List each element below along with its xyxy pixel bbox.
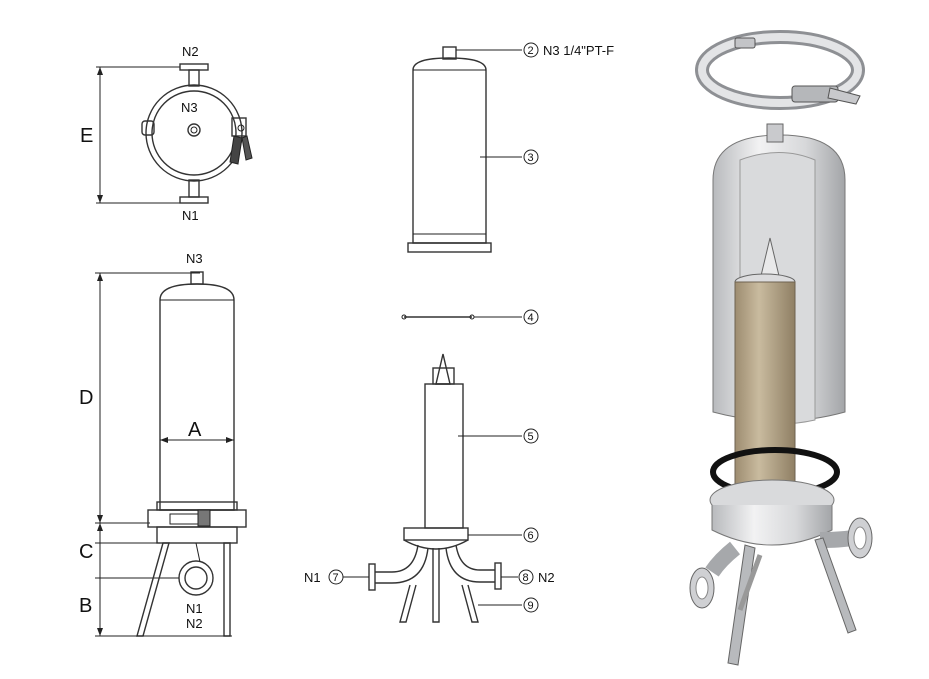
callout-8-circle — [518, 569, 534, 585]
render-outlet-bore — [853, 526, 867, 550]
render-clamp-ring-highlight — [698, 33, 862, 107]
render-leg-right — [814, 537, 857, 634]
side-housing-body — [159, 283, 235, 511]
clamp-wing-nut-left — [229, 135, 243, 165]
part-7-pipe-top — [375, 544, 419, 573]
render-clamp-hinge — [734, 37, 756, 49]
part-8-flange — [494, 562, 502, 590]
dim-c-label: C — [79, 541, 93, 563]
side-base-bowl — [156, 526, 238, 544]
callout-2-num: 2 — [528, 45, 534, 57]
callout-6-circle — [523, 527, 539, 543]
top-n2-label: N2 — [182, 44, 199, 59]
render-cartridge-body — [734, 281, 796, 503]
part-3-flange — [407, 242, 492, 253]
render-inlet-pipe — [705, 541, 741, 577]
clamp-wing-nut-right — [241, 135, 253, 161]
part-4-end-left — [401, 314, 407, 320]
top-n1-label: N1 — [182, 208, 199, 223]
callout-8-num: 8 — [523, 572, 529, 584]
side-n2-label: N2 — [186, 616, 203, 631]
side-n1-label: N1 — [186, 601, 203, 616]
part-9-leg-left — [399, 584, 417, 623]
n3-vent-outer — [187, 123, 201, 137]
n2-pipe-top — [188, 69, 200, 87]
dim-a-label: A — [188, 419, 202, 441]
housing-top-circle — [151, 90, 237, 176]
dim-b-label: B — [79, 595, 92, 617]
callout-5-circle — [523, 428, 539, 444]
callout-6-num: 6 — [528, 530, 534, 542]
side-n3-port — [190, 271, 204, 285]
part-8-pipe-bottom — [445, 547, 495, 583]
callout-9-num: 9 — [528, 600, 534, 612]
render-leg-back — [737, 554, 763, 611]
render-base-bowl — [711, 505, 833, 546]
callout-7-text: N1 — [304, 570, 321, 585]
side-outlet-flange — [178, 560, 214, 596]
part-7-pipe-bottom — [375, 547, 429, 584]
side-leg-left — [136, 542, 170, 637]
part-6-base — [403, 527, 469, 541]
side-view: N3 D A C B — [79, 251, 247, 637]
side-clamp-nut — [197, 509, 211, 527]
render-vent — [766, 123, 784, 143]
exploded-view: 2 N3 1/4"PT-F 3 4 5 6 — [304, 42, 614, 623]
render-outlet-pipe — [819, 530, 854, 548]
callout-7-circle — [328, 569, 344, 585]
clamp-hinge — [141, 120, 155, 136]
clamp-latch — [231, 117, 247, 137]
part-2-vent — [442, 46, 457, 60]
callout-4-circle — [523, 309, 539, 325]
render-inlet-bore — [695, 576, 709, 600]
part-8-pipe-top — [455, 544, 495, 571]
side-n3-label: N3 — [186, 251, 203, 266]
dim-e-label: E — [80, 125, 93, 147]
callout-2-text: N3 1/4"PT-F — [543, 43, 614, 58]
part-3-housing — [412, 57, 487, 244]
callout-2-circle — [523, 42, 539, 58]
part-7-flange — [368, 563, 376, 591]
callout-3-circle — [523, 149, 539, 165]
side-leg-center — [195, 542, 201, 563]
callout-9-circle — [523, 597, 539, 613]
callout-3-num: 3 — [528, 152, 534, 164]
dim-a-arrows — [160, 437, 234, 443]
callout-4-num: 4 — [528, 312, 534, 324]
top-view: E N2 N1 N3 — [80, 44, 253, 223]
part-5-fin — [435, 353, 451, 385]
part-9-leg-right — [461, 584, 479, 623]
side-flange-ring — [156, 501, 238, 511]
clamp-pin — [237, 124, 245, 132]
callout-8-text: N2 — [538, 570, 555, 585]
render-wing-nut — [827, 87, 861, 105]
dim-d-label: D — [79, 387, 93, 409]
n3-vent-inner — [190, 126, 198, 134]
n1-pipe-bottom — [188, 179, 200, 198]
callout-7-num: 7 — [333, 572, 339, 584]
rendered-3d-view — [689, 30, 873, 666]
clamp-ring-outer — [145, 84, 243, 182]
side-leg-right — [223, 542, 231, 637]
n2-flange-top — [179, 63, 209, 71]
top-n3-label: N3 — [181, 100, 198, 115]
part-9-leg-center — [432, 548, 440, 623]
part-5-cartridge — [424, 383, 464, 529]
n1-flange-bottom — [179, 196, 209, 204]
side-outlet-bore — [184, 566, 208, 590]
part-6-bowl — [403, 539, 469, 550]
callout-5-num: 5 — [528, 431, 534, 443]
